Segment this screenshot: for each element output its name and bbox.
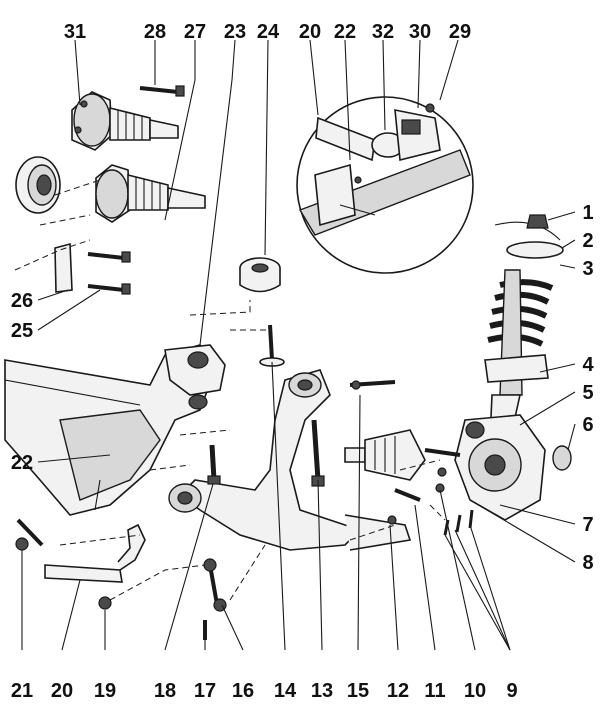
wheel-bearing-left — [15, 156, 61, 214]
callout-label: 26 — [11, 290, 33, 312]
rubber-mount — [239, 257, 281, 293]
callout-label: 4 — [582, 354, 594, 376]
callout-label: 19 — [94, 680, 116, 702]
callout-labels: 31 28 27 23 24 20 22 32 30 29 1 2 3 4 5 … — [11, 21, 595, 702]
callout-label: 14 — [274, 680, 297, 702]
callout-label: 10 — [464, 680, 486, 702]
detail-inset-circle — [296, 96, 474, 274]
stabilizer-bar — [15, 518, 227, 640]
callout-label: 21 — [11, 680, 33, 702]
leader-lines — [21, 39, 576, 651]
callout-label: 11 — [424, 680, 445, 702]
callout-label: 7 — [582, 514, 593, 536]
lower-control-arm — [168, 369, 412, 551]
callout-label: 20 — [51, 680, 73, 702]
callout-label: 1 — [582, 202, 593, 224]
callout-label: 22 — [334, 21, 356, 43]
callout-label: 16 — [232, 680, 254, 702]
callout-label: 8 — [582, 552, 593, 574]
callout-label: 17 — [194, 680, 216, 702]
callout-label: 20 — [299, 21, 321, 43]
drive-shaft-joint-lower — [95, 164, 206, 223]
callout-label: 5 — [582, 382, 593, 404]
assembly-guide-lines — [14, 179, 446, 601]
callout-label: 18 — [154, 680, 176, 702]
drive-shaft-joint-upper — [71, 91, 179, 151]
callout-label: 9 — [506, 680, 517, 702]
callout-label: 24 — [257, 21, 280, 43]
callout-label: 28 — [144, 21, 166, 43]
subframe — [4, 344, 226, 516]
callout-label: 30 — [409, 21, 431, 43]
callout-label: 13 — [311, 680, 333, 702]
callout-label: 3 — [582, 258, 593, 280]
callout-label: 2 — [582, 230, 593, 252]
drive-shaft — [344, 380, 461, 481]
callout-label: 31 — [64, 21, 86, 43]
illustration — [4, 85, 572, 640]
callout-label: 22 — [11, 452, 33, 474]
callout-label: 6 — [582, 414, 593, 436]
callout-label: 27 — [184, 21, 206, 43]
callout-label: 12 — [387, 680, 409, 702]
callout-label: 15 — [347, 680, 369, 702]
callout-label: 29 — [449, 21, 471, 43]
steering-knuckle — [454, 414, 572, 521]
callout-label: 32 — [372, 21, 394, 43]
callout-label: 25 — [11, 320, 33, 342]
callout-label: 23 — [224, 21, 246, 43]
bolts-upper-left — [54, 85, 185, 295]
